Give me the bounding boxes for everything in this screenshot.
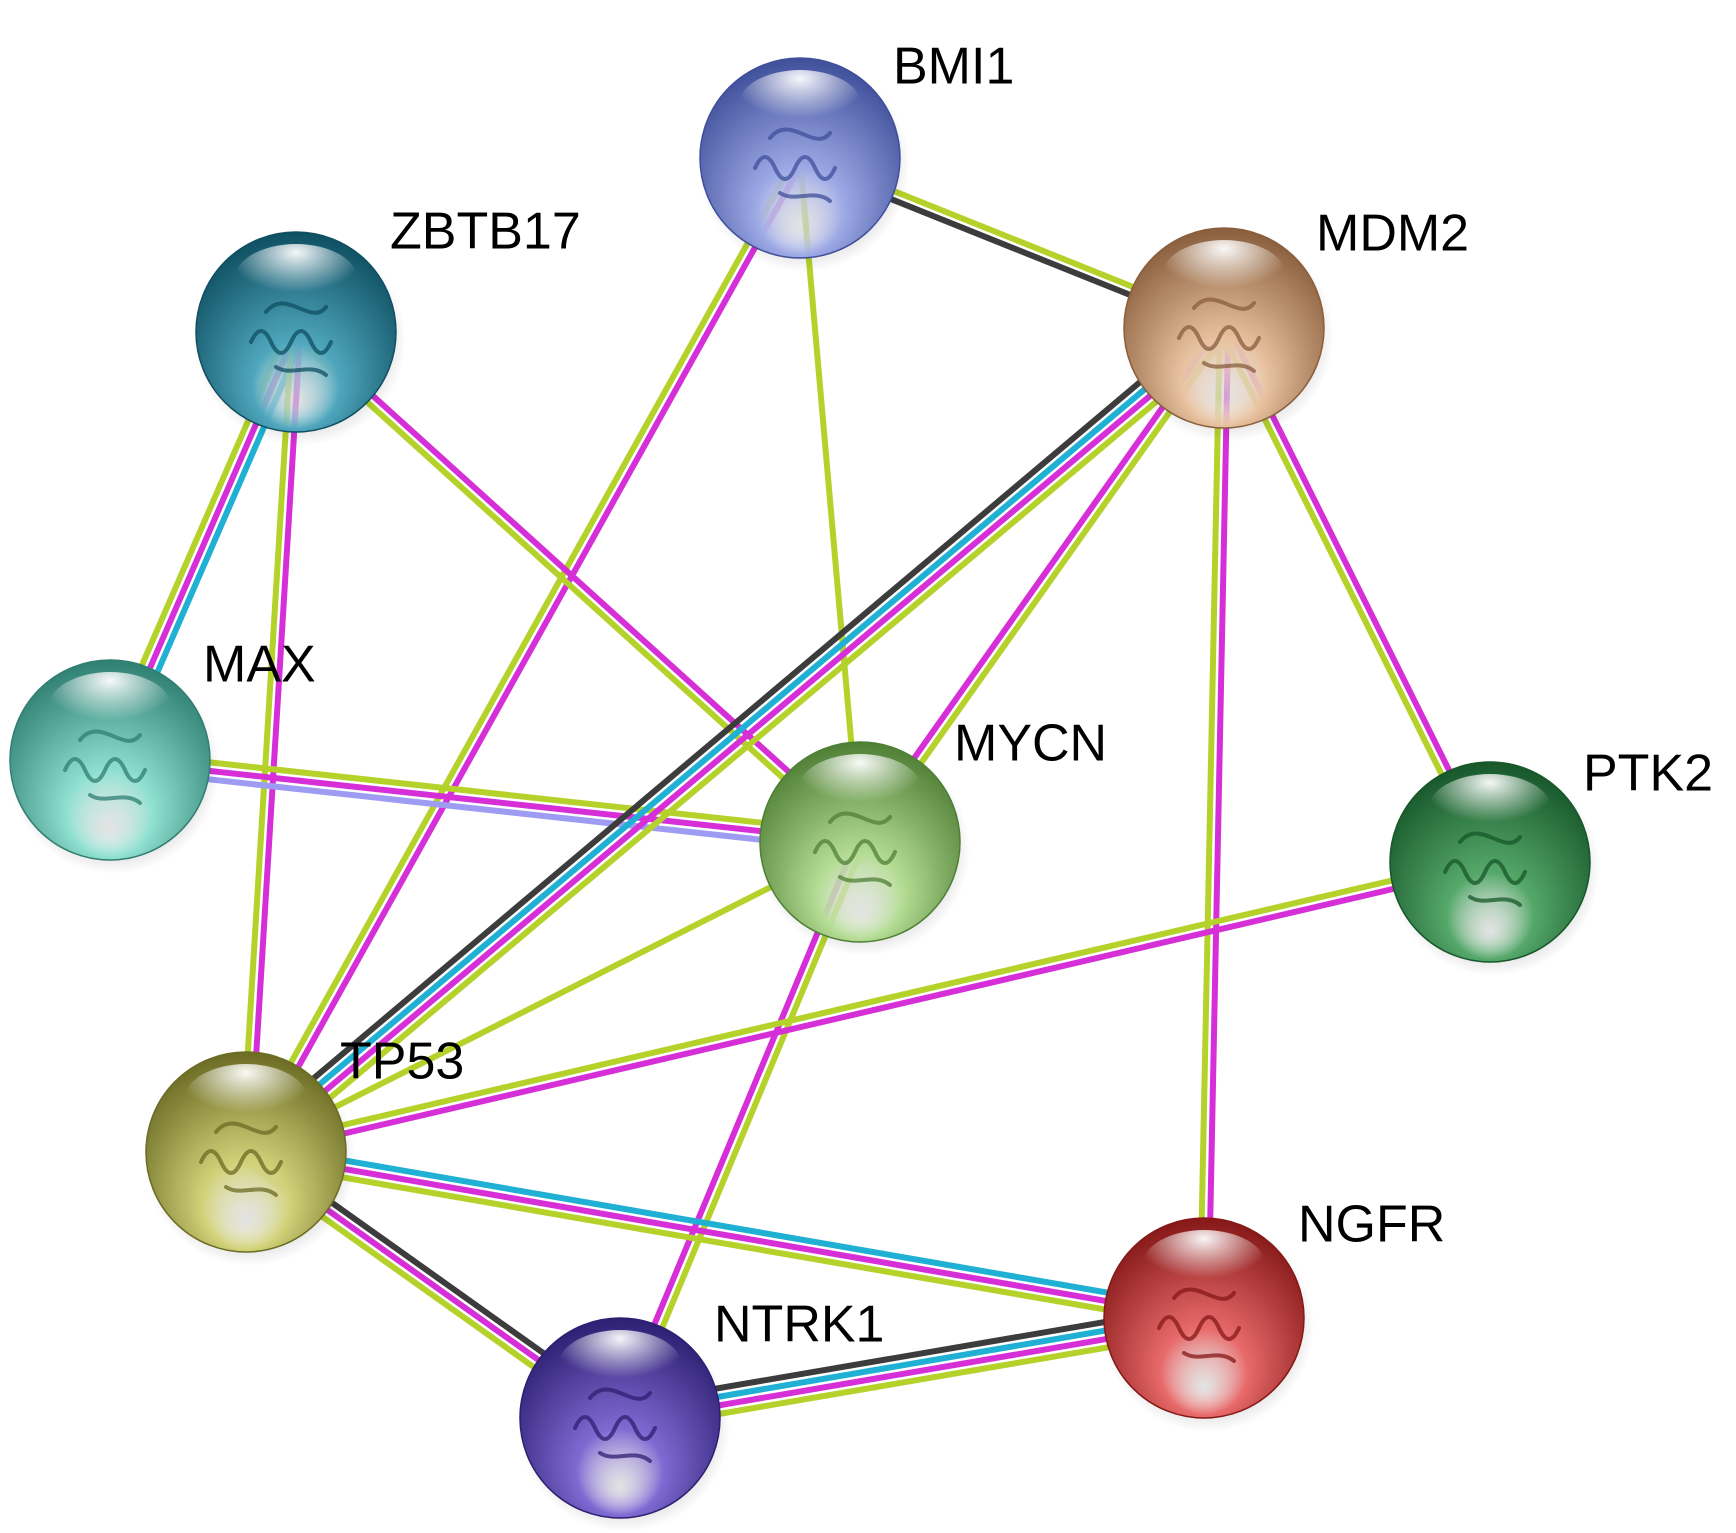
edge-line-pink [247,158,807,1156]
edge-line-pink [109,757,861,845]
edge-line-pink [296,326,865,842]
edge-line-lime [244,854,1490,1151]
edge-line-pink [245,1149,1205,1321]
node-label-ptk2: PTK2 [1583,745,1713,803]
node-ptk2[interactable] [1388,761,1600,976]
node-ngfr[interactable] [1102,1217,1314,1432]
node-label-zbtb17: ZBTB17 [390,203,581,261]
edge-line-lime [252,335,1235,1165]
edge-line-lime [110,748,862,837]
node-highlight [234,244,358,316]
node-highlight [1142,1230,1266,1302]
edge-tp53-ngfr [244,1140,1206,1330]
node-label-mycn: MYCN [954,715,1107,773]
edge-bmi1-mycn [797,157,863,843]
node-bmi1[interactable] [698,57,910,272]
node-highlight [558,1330,682,1402]
edge-line-lime [239,154,799,1152]
node-label-ntrk1: NTRK1 [714,1296,884,1354]
node-zbtb17[interactable] [194,231,406,446]
node-tp53[interactable] [144,1051,356,1266]
node-ntrk1[interactable] [518,1317,730,1532]
edge-zbtb17-mycn [291,326,865,848]
node-label-ngfr: NGFR [1298,1196,1445,1254]
nodes-layer [8,57,1600,1532]
node-label-bmi1: BMI1 [893,38,1014,96]
edge-line-pink [246,328,1229,1158]
edge-line-lime [244,839,862,1155]
edge-line-pink [1205,328,1232,1319]
edge-mycn-tp53 [244,839,862,1155]
edge-line-gray [235,315,1218,1145]
node-label-mdm2: MDM2 [1316,205,1469,263]
node-highlight [1162,240,1286,312]
edge-line-lavender [108,765,860,854]
node-highlight [184,1064,308,1136]
edge-line-lime [1196,327,1223,1318]
node-label-max: MAX [203,636,316,694]
node-label-tp53: TP53 [340,1033,464,1091]
edge-bmi1-tp53 [239,154,807,1156]
edge-max-mycn [108,748,862,854]
node-highlight [48,672,172,744]
edge-mdm2-tp53 [235,315,1235,1165]
edge-line-cyan [246,1140,1206,1313]
node-highlight [798,754,922,826]
edge-line-lime [244,1157,1204,1330]
edge-line-pink [247,332,304,1153]
edge-line-lime [291,332,860,848]
edge-line-lime [238,331,295,1152]
edge-mdm2-ngfr [1196,327,1232,1319]
edge-ptk2-tp53 [244,854,1492,1160]
node-highlight [738,70,862,142]
node-mdm2[interactable] [1122,227,1334,442]
edge-line-pink [246,863,1492,1160]
edge-line-lime [797,157,863,843]
edge-line-cyan [241,322,1224,1152]
node-mycn[interactable] [758,741,970,956]
node-highlight [1428,774,1552,846]
edge-zbtb17-tp53 [238,331,304,1153]
node-max[interactable] [8,659,220,874]
